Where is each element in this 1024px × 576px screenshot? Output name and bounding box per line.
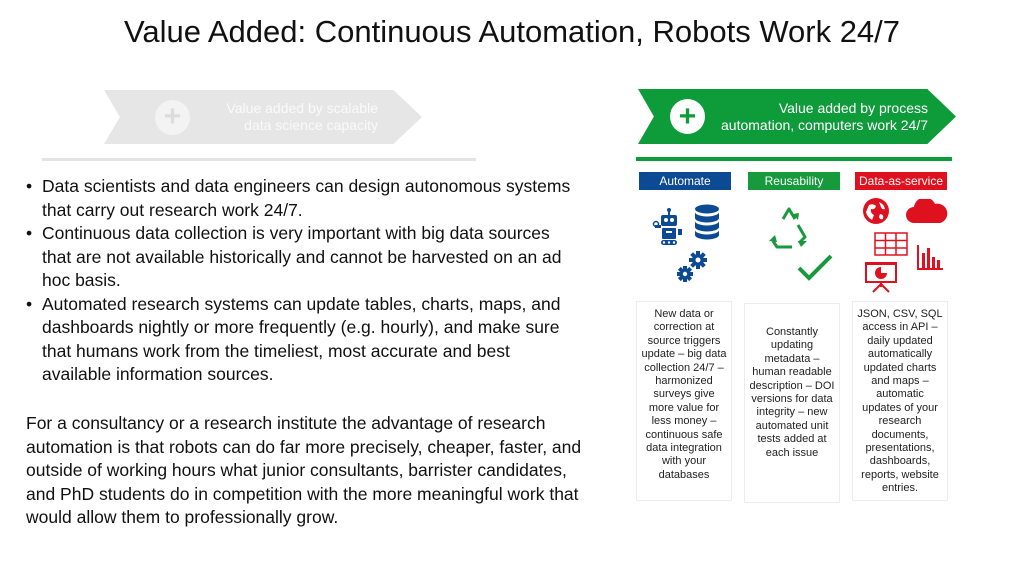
recycle-icon xyxy=(769,207,807,249)
bullet-item: Data scientists and data engineers can d… xyxy=(20,175,580,222)
bullet-item: Continuous data collection is very impor… xyxy=(20,222,580,293)
data-as-service-description: JSON, CSV, SQL access in API – daily upd… xyxy=(852,301,948,501)
reusability-description: Constantly updating metadata – human rea… xyxy=(744,303,840,503)
cloud-icon xyxy=(906,199,948,223)
automate-description: New data or correction at source trigger… xyxy=(636,301,732,501)
bullet-item: Automated research systems can update ta… xyxy=(20,293,580,387)
plus-icon: + xyxy=(670,99,705,134)
divider-right xyxy=(636,157,952,161)
checkmark-icon xyxy=(797,254,833,281)
plus-icon: + xyxy=(155,99,190,135)
bar-chart-icon xyxy=(917,245,943,270)
presentation-icon xyxy=(865,262,897,293)
automate-header: Automate xyxy=(639,172,731,190)
robot-icon xyxy=(652,208,682,245)
divider-left xyxy=(42,158,476,161)
table-icon xyxy=(874,232,908,256)
database-icon xyxy=(695,204,719,240)
bullet-list: Data scientists and data engineers can d… xyxy=(20,175,580,387)
gears-icon xyxy=(677,251,707,282)
data-as-service-header: Data-as-service xyxy=(855,172,947,190)
slide-title: Value Added: Continuous Automation, Robo… xyxy=(123,14,901,49)
globe-icon xyxy=(863,198,889,224)
summary-paragraph: For a consultancy or a research institut… xyxy=(26,413,582,527)
reusability-header: Reusability xyxy=(748,172,840,190)
